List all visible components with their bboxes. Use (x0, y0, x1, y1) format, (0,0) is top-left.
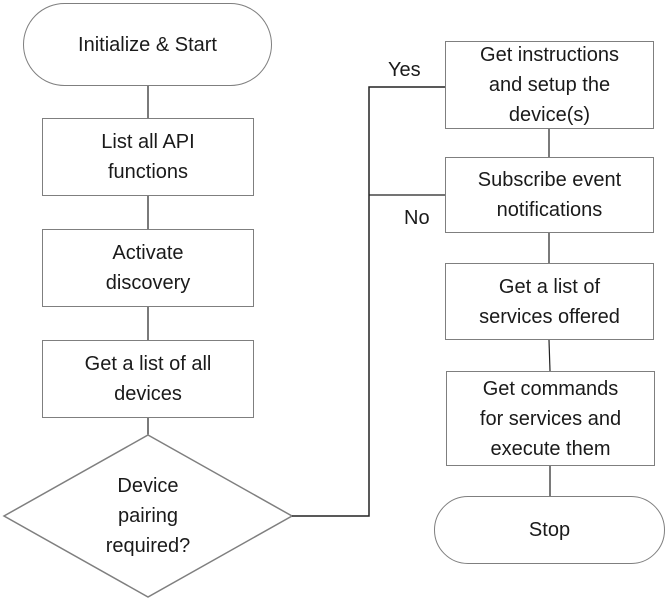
connector-services-to-commands (548, 339, 551, 372)
device-pairing-decision-label: Device pairing required? (105, 475, 191, 557)
execute-commands-step: Get commands for services and execute th… (446, 371, 655, 466)
branch-label-no: No (404, 207, 430, 229)
subscribe-events-step: Subscribe event notifications (445, 157, 654, 233)
list-devices-step: Get a list of all devices (42, 340, 254, 418)
stop-terminal: Stop (434, 496, 665, 564)
list-api-functions-step: List all API functions (42, 118, 254, 196)
activate-discovery-step: Activate discovery (42, 229, 254, 307)
connector-decision-branch (292, 86, 445, 517)
start-terminal: Initialize & Start (23, 3, 272, 86)
services-list-step: Get a list of services offered (445, 263, 654, 340)
branch-label-yes: Yes (388, 59, 421, 81)
decision-diamond (2, 434, 294, 598)
instructions-setup-step: Get instructions and setup the device(s) (445, 41, 654, 129)
